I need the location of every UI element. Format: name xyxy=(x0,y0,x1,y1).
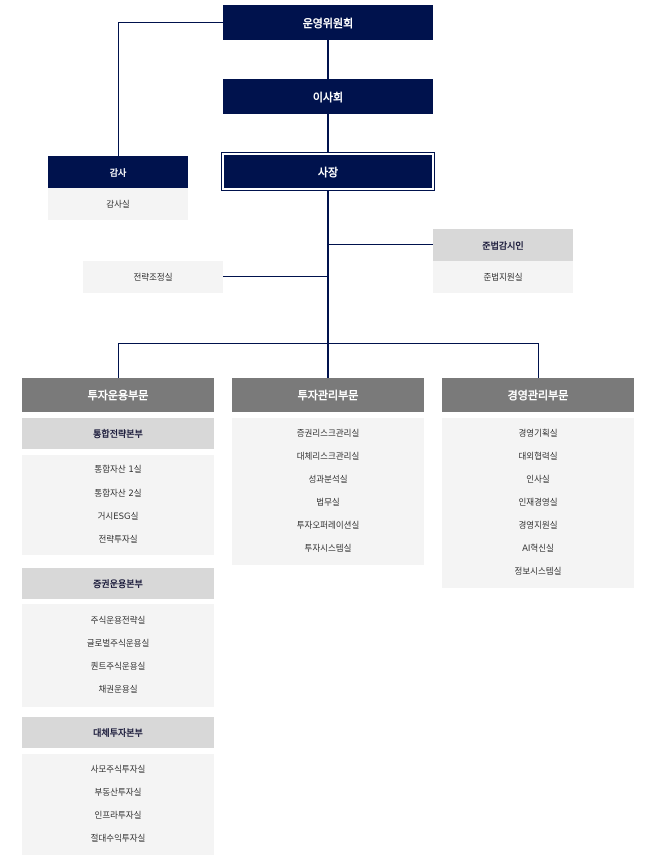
connector-line xyxy=(223,276,328,277)
strategy-office: 전략조정실 xyxy=(83,261,223,293)
list-item: 정보시스템실 xyxy=(514,567,562,577)
audit-box: 감사 xyxy=(48,156,188,188)
division-list: 증권리스크관리실 대체리스크관리실 성과분석실 법무실 투자오퍼레이션실 투자시… xyxy=(232,418,424,565)
committee-box: 운영위원회 xyxy=(223,5,433,40)
list-item: 절대수익투자실 xyxy=(90,834,146,844)
list-item: 글로벌주식운용실 xyxy=(86,639,150,649)
list-item: 투자오퍼레이션실 xyxy=(296,521,360,531)
division-header: 투자운용부문 xyxy=(22,378,214,412)
connector-line xyxy=(118,22,223,23)
list-item: 거시ESG실 xyxy=(97,512,139,522)
compliance-office: 준법지원실 xyxy=(433,261,573,293)
list-item: 대외협력실 xyxy=(518,452,558,462)
division-header: 투자관리부문 xyxy=(232,378,424,412)
list-item: 성과분석실 xyxy=(308,475,348,485)
audit-office: 감사실 xyxy=(48,188,188,220)
group-list: 사모주식투자실 부동산투자실 인프라투자실 절대수익투자실 xyxy=(22,754,214,855)
list-item: 경영기획실 xyxy=(518,429,558,439)
group-header: 증권운용본부 xyxy=(22,568,214,599)
list-item: 사모주식투자실 xyxy=(90,765,146,775)
board-box: 이사회 xyxy=(223,79,433,114)
connector-line xyxy=(327,40,329,343)
division-header: 경영관리부문 xyxy=(442,378,634,412)
connector-line xyxy=(118,343,119,378)
connector-line xyxy=(118,22,119,156)
connector-line xyxy=(327,343,329,378)
division-list: 경영기획실 대외협력실 인사실 인재경영실 경영지원실 AI혁신실 정보시스템실 xyxy=(442,418,634,588)
list-item: 통합자산 1실 xyxy=(94,465,142,475)
list-item: 투자시스템실 xyxy=(304,544,352,554)
connector-line xyxy=(538,343,539,378)
list-item: 부동산투자실 xyxy=(94,788,142,798)
list-item: 통합자산 2실 xyxy=(94,489,142,499)
group-list: 통합자산 1실 통합자산 2실 거시ESG실 전략투자실 xyxy=(22,455,214,555)
list-item: 채권운용실 xyxy=(98,685,138,695)
list-item: 인프라투자실 xyxy=(94,811,142,821)
list-item: 증권리스크관리실 xyxy=(296,429,360,439)
list-item: AI혁신실 xyxy=(522,544,554,554)
list-item: 인재경영실 xyxy=(518,498,558,508)
compliance-box: 준법감시인 xyxy=(433,229,573,261)
list-item: 퀀트주식운용실 xyxy=(90,662,146,672)
list-item: 법무실 xyxy=(316,498,340,508)
group-list: 주식운용전략실 글로벌주식운용실 퀀트주식운용실 채권운용실 xyxy=(22,604,214,707)
list-item: 경영지원실 xyxy=(518,521,558,531)
list-item: 주식운용전략실 xyxy=(90,616,146,626)
group-header: 통합전략본부 xyxy=(22,418,214,449)
list-item: 인사실 xyxy=(526,475,550,485)
connector-line xyxy=(328,244,433,245)
list-item: 대체리스크관리실 xyxy=(296,452,360,462)
group-header: 대체투자본부 xyxy=(22,717,214,748)
list-item: 전략투자실 xyxy=(98,535,138,545)
ceo-box: 사장 xyxy=(221,152,435,191)
